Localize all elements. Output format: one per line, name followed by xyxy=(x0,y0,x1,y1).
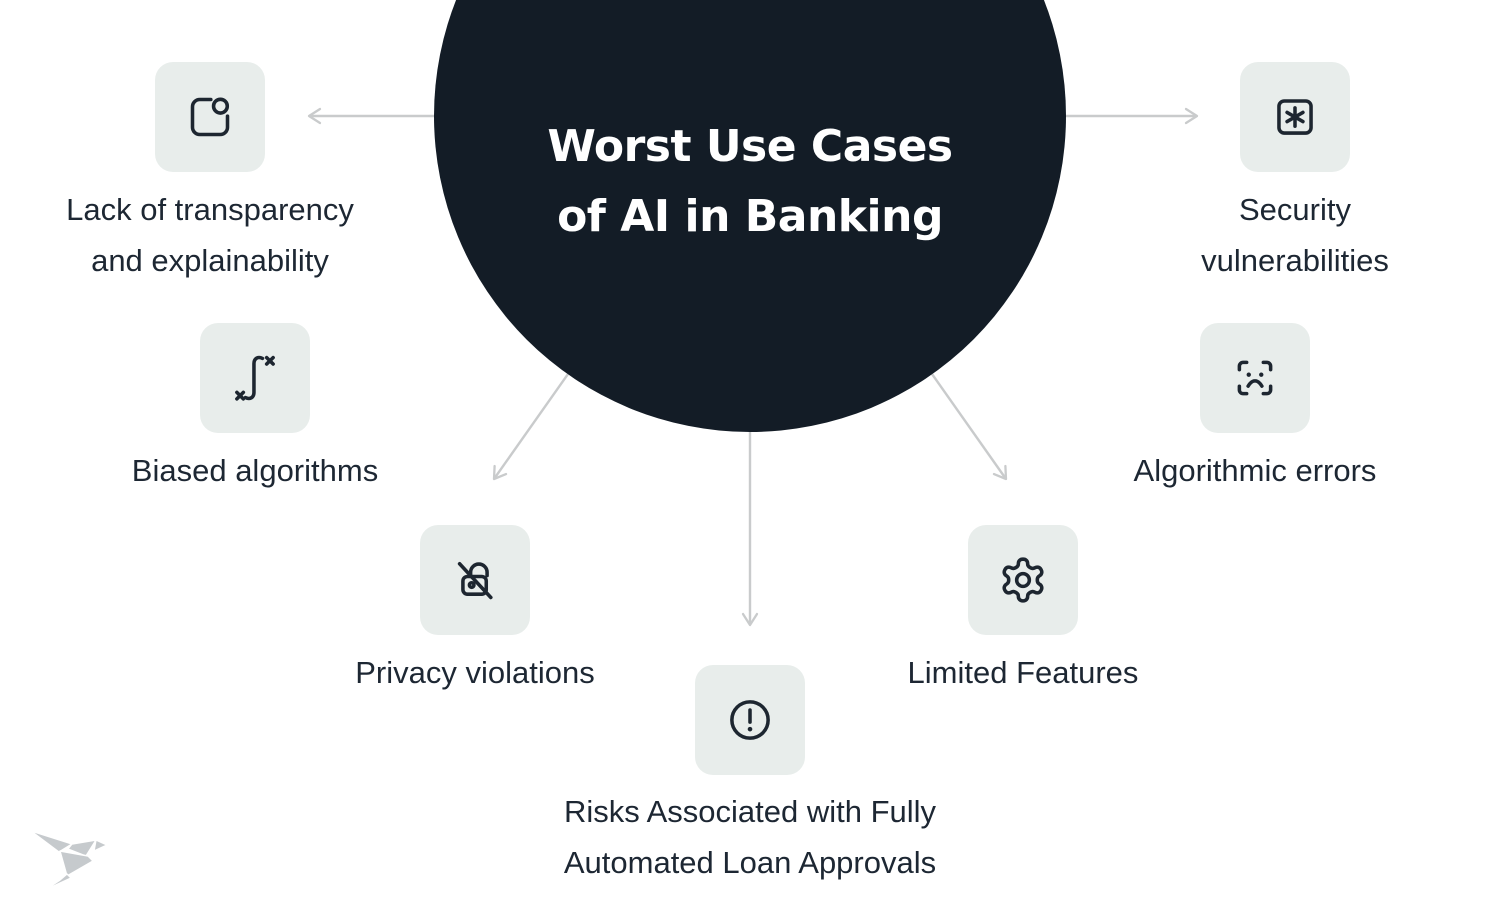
node-tile-loan-risks xyxy=(695,665,805,775)
node-tile-security-vulnerabilities xyxy=(1240,62,1350,172)
node-label-security-vulnerabilities: Security vulnerabilities xyxy=(1201,192,1389,278)
math-integral-icon xyxy=(235,355,275,401)
lock-slash-icon xyxy=(457,561,493,600)
node-label-limited-features: Limited Features xyxy=(907,655,1139,690)
center-topic-title: Worst Use Cases of AI in Banking xyxy=(547,121,953,242)
alert-circle-icon xyxy=(730,700,770,740)
gear-icon xyxy=(1002,557,1044,603)
node-label-loan-risks: Risks Associated with Fully Automated Lo… xyxy=(563,794,937,880)
arrow-to-limited-features xyxy=(931,373,1008,481)
node-label-biased-algorithms: Biased algorithms xyxy=(131,453,379,488)
transparency-share-square-icon xyxy=(190,97,230,137)
node-tile-privacy-violations xyxy=(420,525,530,635)
asterisk-square-icon xyxy=(1277,99,1313,135)
node-label-transparency: Lack of transparency and explainability xyxy=(66,192,354,278)
node-tile-biased-algorithms xyxy=(200,323,310,433)
node-tile-limited-features xyxy=(968,525,1078,635)
sad-face-scan-icon xyxy=(1237,360,1273,396)
origami-bird-logo xyxy=(30,830,108,891)
arrow-to-privacy xyxy=(492,373,569,481)
node-label-privacy-violations: Privacy violations xyxy=(355,655,595,690)
node-label-algorithmic-errors: Algorithmic errors xyxy=(1133,453,1377,488)
node-tile-algorithmic-errors xyxy=(1200,323,1310,433)
node-tile-transparency xyxy=(155,62,265,172)
